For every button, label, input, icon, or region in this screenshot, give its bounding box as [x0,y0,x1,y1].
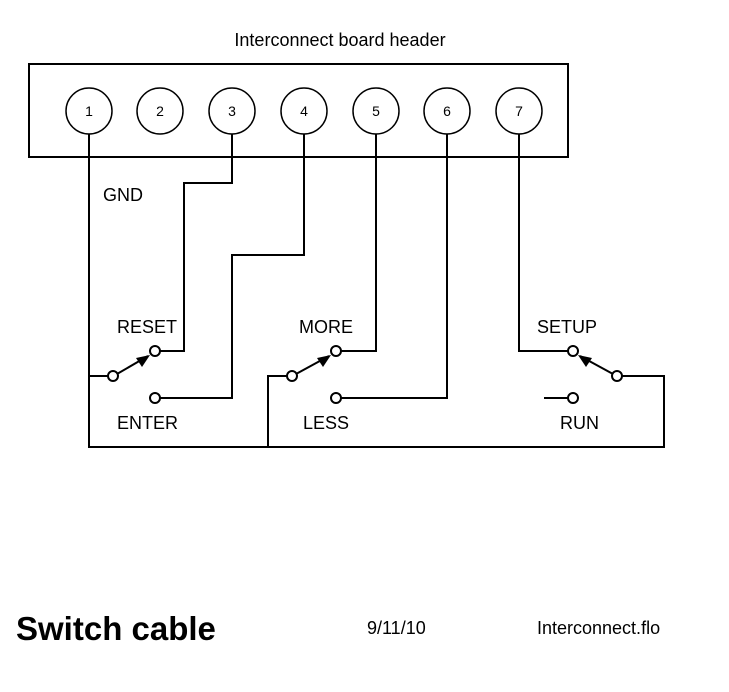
wire-pin1-gnd [88,134,269,448]
footer-filename: Interconnect.flo [537,618,660,638]
contact-more [330,345,342,357]
gnd-label: GND [103,185,143,205]
pin-label-2: 2 [156,103,164,119]
contact-setup [567,345,579,357]
wire-pin3-reset [154,134,233,352]
header-pin-1: 1 [65,87,113,135]
footer-title: Switch cable [16,610,216,647]
switch-more-less [286,345,342,404]
contact-less [330,392,342,404]
wire-gnd-more-common [267,375,293,448]
contact-setup-common [611,370,623,382]
contact-reset-common [107,370,119,382]
wire-pin4-enter [154,134,305,399]
contact-reset [149,345,161,357]
pin-label-3: 3 [228,103,236,119]
wire-pin5-more [335,134,377,352]
contact-more-common [286,370,298,382]
header-pin-2: 2 [136,87,184,135]
contact-run [567,392,579,404]
wire-pin7-setup [518,134,574,352]
reset-label: RESET [117,317,177,337]
header-pin-5: 5 [352,87,400,135]
wire-pin6-less [335,134,448,399]
switch-setup-run [567,345,623,404]
pin-label-1: 1 [85,103,93,119]
wire-gnd-bus-right [267,375,665,448]
more-label: MORE [299,317,353,337]
header-pin-6: 6 [423,87,471,135]
header-pin-3: 3 [208,87,256,135]
pin-label-4: 4 [300,103,308,119]
contact-enter [149,392,161,404]
footer-date: 9/11/10 [367,618,426,638]
header-pin-4: 4 [280,87,328,135]
pin-label-5: 5 [372,103,380,119]
switch-reset-enter [107,345,161,404]
less-label: LESS [303,413,349,433]
enter-label: ENTER [117,413,178,433]
header-title: Interconnect board header [234,30,445,50]
pin-label-7: 7 [515,103,523,119]
header-pin-7: 7 [495,87,543,135]
pin-label-6: 6 [443,103,451,119]
run-label: RUN [560,413,599,433]
setup-label: SETUP [537,317,597,337]
